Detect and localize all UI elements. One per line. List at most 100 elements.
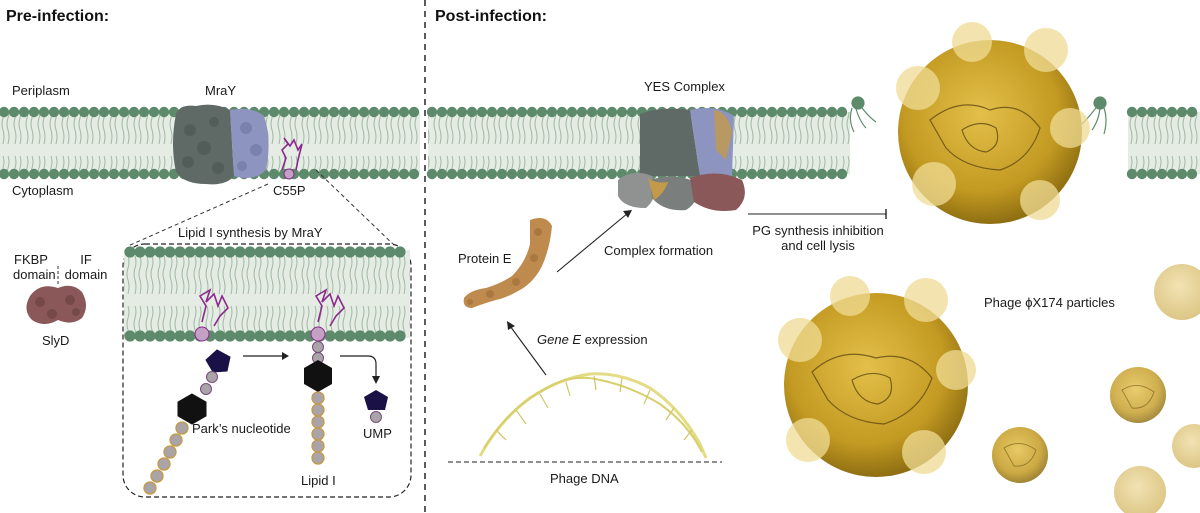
phage-particle-faded-3: [1172, 424, 1200, 468]
lipid-head: [334, 246, 346, 258]
lipid-head: [446, 106, 458, 118]
lipid-head: [1146, 106, 1158, 118]
lipid-head: [148, 106, 160, 118]
pore-lipid-left: [849, 96, 877, 133]
lipid-head: [68, 168, 80, 180]
lipid-head: [358, 168, 370, 180]
lipid-head: [388, 106, 400, 118]
lipid-head: [174, 330, 186, 342]
lipid-head: [234, 330, 246, 342]
lipid-head: [124, 330, 136, 342]
lipid-head: [506, 106, 518, 118]
lipid-head: [536, 168, 548, 180]
lipid-head: [776, 168, 788, 180]
phage-particle-large: [778, 276, 976, 477]
lipid-head: [1126, 168, 1138, 180]
lipid-head: [204, 246, 216, 258]
lipid-head: [48, 106, 60, 118]
lipid-head: [328, 106, 340, 118]
pore-lipid-right: [1081, 96, 1107, 135]
lipid-head: [338, 106, 350, 118]
lipid-head: [214, 330, 226, 342]
phage-particles-label: Phage ϕX174 particles: [984, 295, 1115, 310]
lipid-head: [354, 246, 366, 258]
ump-molecule: [364, 390, 388, 423]
lipid-head: [318, 106, 330, 118]
lipid-head: [426, 106, 438, 118]
lipid-head: [596, 106, 608, 118]
lipid-head: [1136, 168, 1148, 180]
lipid-head: [616, 106, 628, 118]
protein-e-label: Protein E: [458, 251, 512, 266]
lipid-head: [436, 106, 448, 118]
mray-protein: [173, 104, 269, 185]
parks-nucleotide-label: Park’s nucleotide: [192, 421, 291, 436]
lipid-head: [496, 106, 508, 118]
lipid-head: [244, 246, 256, 258]
lipid-head: [606, 106, 618, 118]
lipid-head: [816, 168, 828, 180]
periplasm-label: Periplasm: [12, 83, 70, 98]
lipid-head: [358, 106, 370, 118]
lipid-head: [546, 106, 558, 118]
lipid-head: [1126, 106, 1138, 118]
lipid-head: [586, 168, 598, 180]
lipid-head: [138, 106, 150, 118]
phage-particle-small-1: [992, 427, 1048, 483]
lipid-head: [1146, 168, 1158, 180]
lipid-head: [1136, 106, 1148, 118]
lipid-head: [516, 106, 528, 118]
reaction-arrow: [243, 352, 289, 360]
lipid-head: [456, 106, 468, 118]
lipid-head: [234, 246, 246, 258]
lipid-head: [294, 246, 306, 258]
lipid-head: [1176, 168, 1188, 180]
lipid-head: [364, 246, 376, 258]
slyd-label: SlyD: [42, 333, 70, 348]
lipid-head: [556, 106, 568, 118]
lipid-head: [606, 168, 618, 180]
lipid-head: [334, 330, 346, 342]
lipid-head: [586, 106, 598, 118]
lipid-head: [254, 330, 266, 342]
lipid-head: [264, 246, 276, 258]
lipid-head: [826, 106, 838, 118]
lipid-head: [374, 330, 386, 342]
lipid-head: [28, 106, 40, 118]
lipid-head: [88, 168, 100, 180]
lipid-head: [118, 168, 130, 180]
phage-particle-small-2: [1110, 367, 1166, 423]
lipid-head: [796, 106, 808, 118]
lipid-head: [304, 246, 316, 258]
lipid-head: [98, 168, 110, 180]
lipid-head: [18, 168, 30, 180]
lipid-head: [384, 330, 396, 342]
lipid-head: [38, 168, 50, 180]
lipid-head: [298, 168, 310, 180]
complex-formation-arrow: [556, 210, 632, 273]
lipid-head: [486, 106, 498, 118]
lipid-head: [38, 106, 50, 118]
lipid-head: [144, 246, 156, 258]
pre-infection-heading: Pre-infection:: [6, 8, 110, 25]
lipid-head: [596, 168, 608, 180]
lipid-head: [344, 246, 356, 258]
lipid-head: [354, 330, 366, 342]
lipid-head: [736, 168, 748, 180]
lipid-head: [8, 106, 20, 118]
lipid-head: [324, 246, 336, 258]
lipid-head: [174, 246, 186, 258]
lipid-synthesis-inset: [122, 243, 412, 498]
lipid-head: [1166, 106, 1178, 118]
lipid-head: [756, 106, 768, 118]
lipid-head: [254, 246, 266, 258]
lipid-head: [536, 106, 548, 118]
ump-release-arrow: [340, 355, 380, 384]
ump-label: UMP: [363, 426, 392, 441]
lipid-head: [68, 106, 80, 118]
membrane-post-left: [426, 106, 850, 180]
lipid-head: [446, 168, 458, 180]
membrane-post-right: [1126, 106, 1200, 180]
